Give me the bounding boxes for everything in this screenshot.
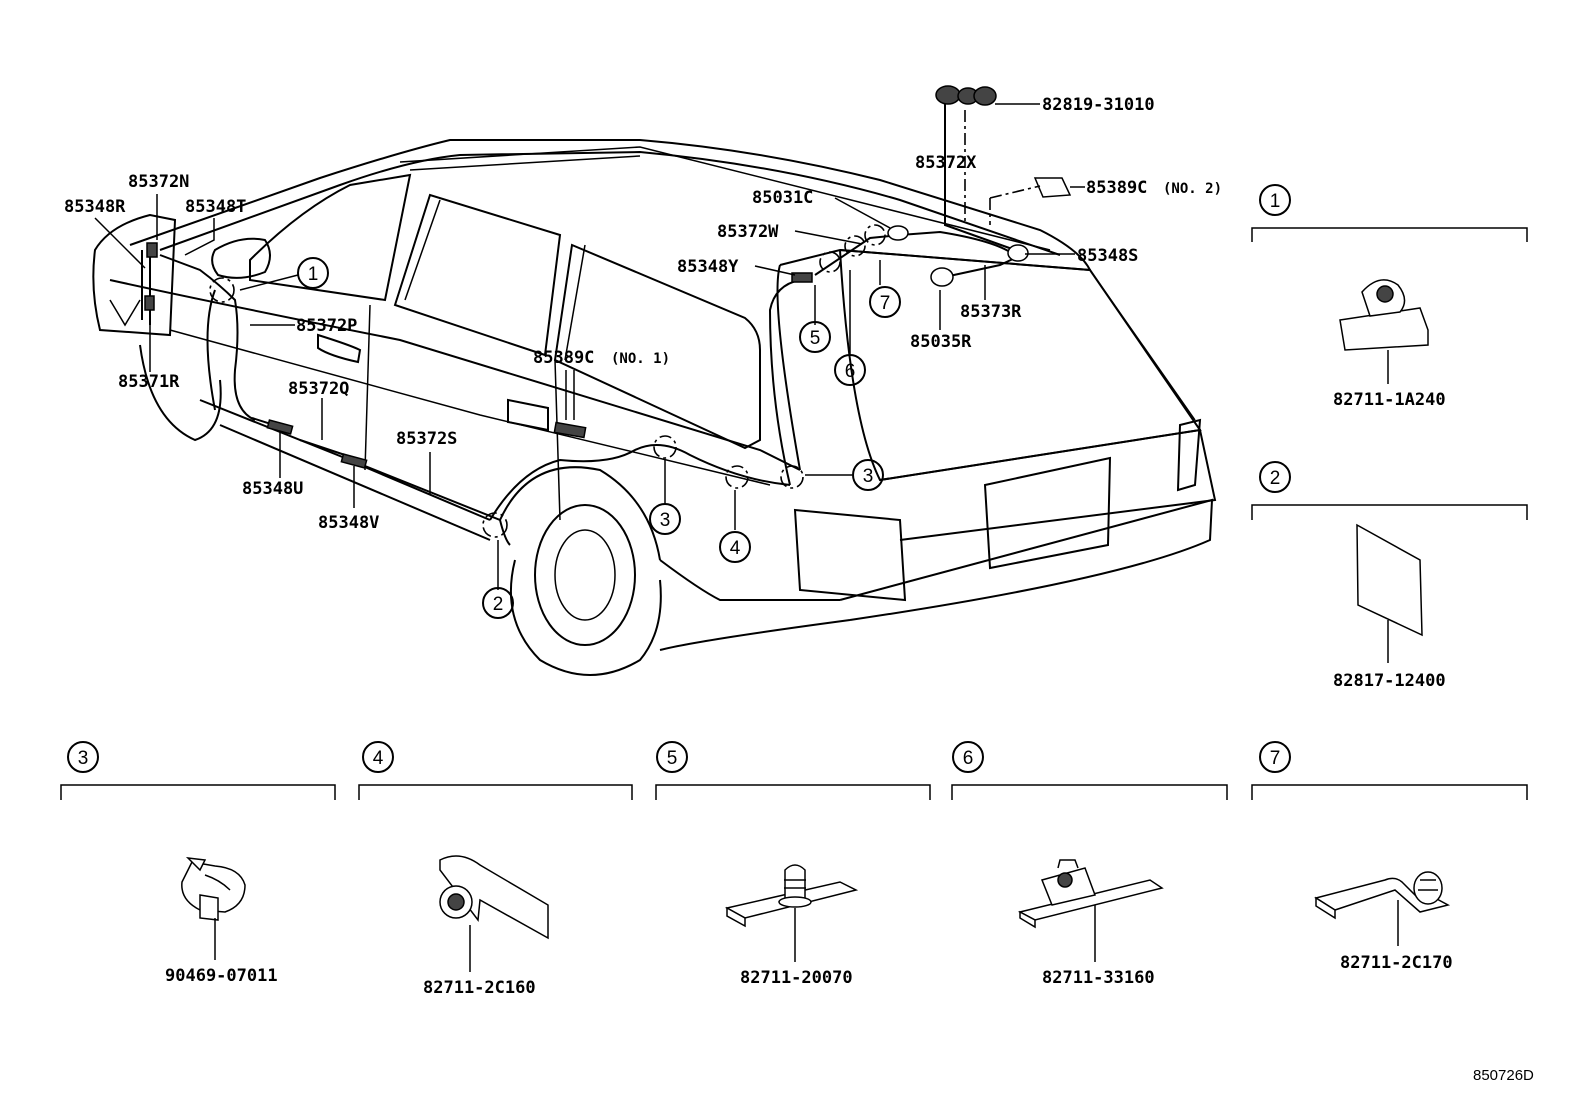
part-82711-33160: 82711-33160 [1042, 968, 1155, 988]
callout-4: 4 [719, 531, 751, 563]
callout-2: 2 [482, 587, 514, 619]
svg-text:4: 4 [730, 538, 741, 559]
label-85389C-no1-note: (NO. 1) [611, 351, 670, 367]
label-85348R: 85348R [64, 197, 126, 217]
label-85372N: 85372N [128, 172, 189, 192]
svg-text:7: 7 [880, 293, 891, 314]
callout-5: 5 [799, 321, 831, 353]
wire-harness [141, 85, 1072, 538]
pad-no2-icon [1033, 177, 1072, 198]
drawing-code: 850726D [1473, 1067, 1534, 1084]
part-82711-20070: 82711-20070 [740, 968, 853, 988]
clip-82711-20070-icon [724, 864, 859, 928]
detail-box-6: 6 82711-33160 [951, 741, 1228, 988]
label-85348Y: 85348Y [677, 257, 739, 277]
detail-box-2: 2 82817-12400 [1251, 461, 1528, 691]
connector-82819-icon [935, 85, 997, 106]
label-85348U: 85348U [242, 479, 303, 499]
detail-box-3: 3 90469-07011 [60, 741, 336, 986]
svg-text:6: 6 [845, 361, 856, 382]
callout-7: 7 [869, 286, 901, 318]
callout-3a: 3 [649, 503, 681, 535]
part-82711-2C170: 82711-2C170 [1340, 953, 1453, 973]
label-85372Q: 85372Q [288, 379, 349, 399]
label-85348V: 85348V [318, 513, 379, 533]
svg-text:2: 2 [493, 594, 504, 615]
label-85372X: 85372X [915, 153, 977, 173]
clip-82711-2C160-icon [439, 855, 549, 940]
label-85035R: 85035R [910, 332, 972, 352]
svg-text:3: 3 [863, 466, 874, 487]
svg-text:3: 3 [78, 748, 89, 769]
part-82711-1A240: 82711-1A240 [1333, 390, 1446, 410]
clamp-90469-07011-icon [181, 857, 246, 921]
label-85389C-no2-note: (NO. 2) [1163, 181, 1222, 197]
callout-circles: 1 2 3 4 3 5 6 7 [297, 257, 901, 619]
svg-text:4: 4 [373, 748, 384, 769]
clip-82711-2C170-icon [1314, 871, 1451, 920]
label-85372W: 85372W [717, 222, 779, 242]
svg-text:2: 2 [1270, 468, 1281, 489]
pad-82817-12400-icon [1356, 523, 1423, 637]
detail-box-5: 5 82711-20070 [655, 741, 931, 988]
svg-text:6: 6 [963, 748, 974, 769]
callout-6: 6 [834, 354, 866, 386]
part-82711-2C160: 82711-2C160 [423, 978, 536, 998]
svg-text:5: 5 [667, 748, 678, 769]
callout-3b: 3 [852, 459, 884, 491]
svg-text:1: 1 [308, 264, 319, 285]
label-85372P: 85372P [296, 316, 357, 336]
detail-box-4: 4 82711-2C160 [358, 741, 633, 998]
label-85348T: 85348T [185, 197, 246, 217]
label-85373R: 85373R [960, 302, 1022, 322]
label-85348S: 85348S [1077, 246, 1138, 266]
label-82819-31010: 82819-31010 [1042, 95, 1155, 115]
svg-text:5: 5 [810, 328, 821, 349]
car-part-labels: 85372N 85348R 85348T 85372P 85371R 85372… [64, 95, 1222, 533]
clip-82711-1A240-icon [1339, 279, 1429, 351]
label-85372S: 85372S [396, 429, 457, 449]
label-85389C-no1: 85389C [533, 348, 594, 368]
detail-box-7: 7 82711-2C170 [1251, 741, 1528, 973]
svg-text:7: 7 [1270, 748, 1281, 769]
car-body-outline [92, 139, 1217, 676]
svg-text:1: 1 [1270, 191, 1281, 212]
part-82817-12400: 82817-12400 [1333, 671, 1446, 691]
leader-lines [94, 103, 1085, 590]
detail-box-1: 1 82711-1A240 [1251, 184, 1528, 410]
part-90469-07011: 90469-07011 [165, 966, 278, 986]
callout-1: 1 [297, 257, 329, 289]
label-85031C: 85031C [752, 188, 813, 208]
label-85371R: 85371R [118, 372, 180, 392]
svg-text:3: 3 [660, 510, 671, 531]
clip-82711-33160-icon [1017, 859, 1164, 929]
label-85389C-no2: 85389C [1086, 178, 1147, 198]
